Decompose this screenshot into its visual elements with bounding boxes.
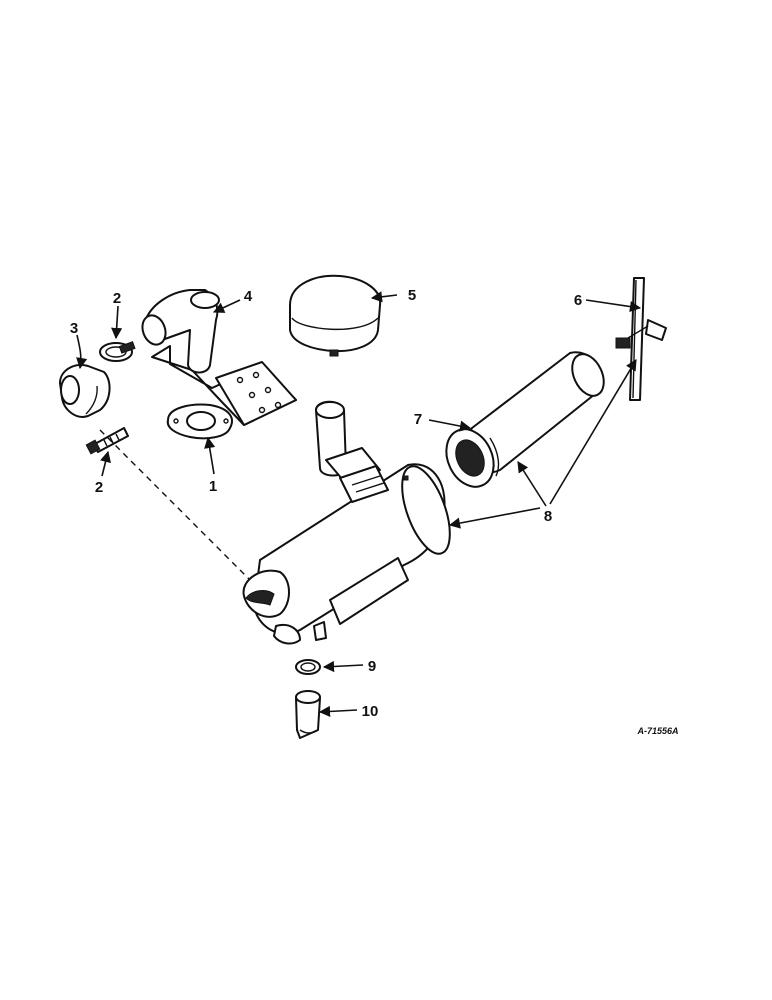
callout-3: 3 bbox=[70, 320, 78, 337]
bottom-clamp-part bbox=[295, 659, 321, 675]
leader-lines bbox=[76, 291, 642, 718]
callout-10: 10 bbox=[362, 703, 379, 720]
exhaust-elbow-bracket-part bbox=[141, 289, 297, 426]
gasket-part bbox=[166, 403, 233, 440]
callout-7: 7 bbox=[414, 411, 422, 428]
filter-element-part bbox=[445, 351, 605, 488]
callout-2-bolt: 2 bbox=[95, 479, 103, 496]
assembly-dashed-line bbox=[99, 429, 251, 581]
bolt-part bbox=[85, 427, 129, 455]
drawing-number: A-71556A bbox=[636, 726, 678, 736]
callout-6: 6 bbox=[574, 292, 582, 309]
callout-5: 5 bbox=[408, 287, 416, 304]
rain-cap-part bbox=[289, 274, 382, 357]
elbow-hose-part bbox=[59, 364, 111, 418]
drain-tube-part bbox=[295, 690, 321, 739]
callout-1: 1 bbox=[209, 478, 217, 495]
callout-8: 8 bbox=[544, 508, 552, 525]
callout-4: 4 bbox=[244, 288, 253, 305]
muffler-body bbox=[242, 400, 451, 645]
callout-9: 9 bbox=[368, 658, 376, 675]
hose-clamp-part bbox=[99, 341, 136, 362]
callout-2-clamp: 2 bbox=[113, 290, 121, 307]
